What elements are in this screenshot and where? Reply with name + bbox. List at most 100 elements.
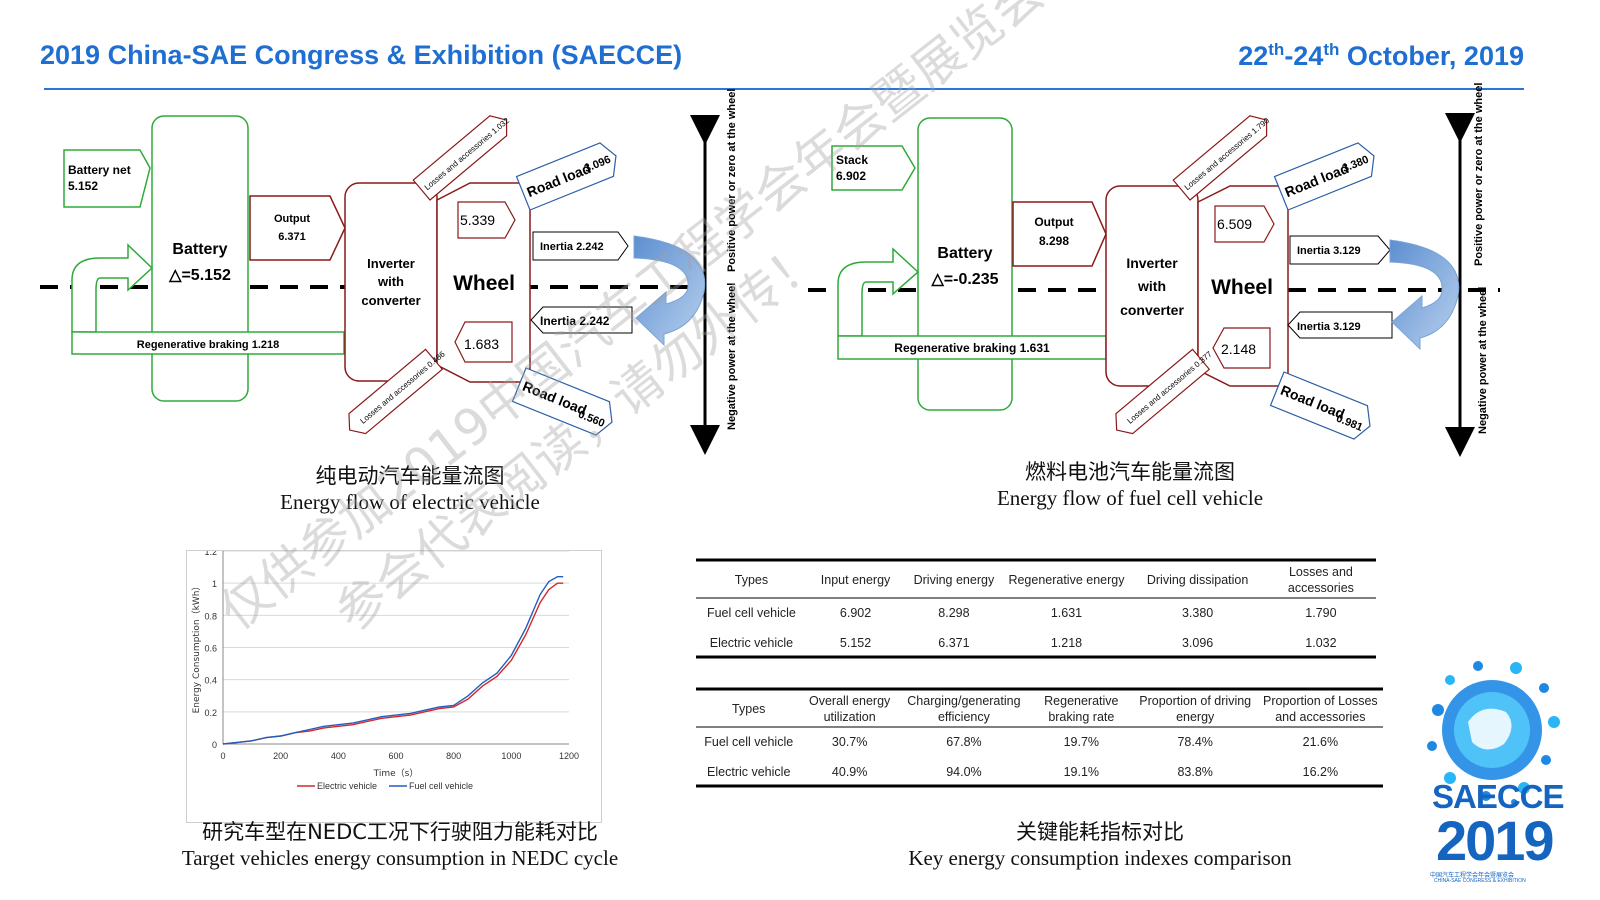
table-row: Electric vehicle 5.152 6.371 1.218 3.096… xyxy=(696,628,1376,658)
table-header-cell: Losses and accessories xyxy=(1287,565,1354,595)
logo-en-line: CHINA-SAE CONGRESS & EXHIBITION xyxy=(1434,878,1526,884)
date-suffix: th xyxy=(1323,40,1340,59)
fcv-regen-curve-arrow xyxy=(1389,239,1460,351)
fcv-road-load-bottom: Road load 0.981 xyxy=(1269,371,1371,440)
chart-x-tick: 400 xyxy=(331,751,346,761)
ev-inverter-l3: converter xyxy=(361,293,420,308)
fcv-inertia-bottom-arrow xyxy=(1287,311,1393,339)
table-cell: 5.152 xyxy=(839,636,872,650)
table-cell: 1.032 xyxy=(1305,636,1337,650)
chart-x-tick: 600 xyxy=(388,751,403,761)
fcv-neg-axis-label: Negative power at the wheel xyxy=(1477,287,1489,434)
ev-losses-top-arrow xyxy=(412,115,508,201)
table-header-cell: Input energy xyxy=(820,573,891,587)
fcv-caption-zh: 燃料电池汽车能量流图 xyxy=(1025,460,1235,484)
ev-inertia-top-label: Inertia 2.242 xyxy=(540,241,604,253)
fcv-flow-diagram: Stack 6.902 Battery △=-0.235 Regenerativ… xyxy=(808,83,1500,457)
table-caption-en: Key energy consumption indexes compariso… xyxy=(908,846,1292,870)
table-cell: 78.4% xyxy=(1177,735,1213,749)
ev-regen-label: Regenerative braking 1.218 xyxy=(137,339,279,351)
table-cell: Electric vehicle xyxy=(707,765,791,779)
table-cell: 40.9% xyxy=(831,765,868,779)
ev-caption-en: Energy flow of electric vehicle xyxy=(280,490,540,514)
ev-wheel-neg-value: 1.683 xyxy=(464,336,499,352)
chart-caption-en: Target vehicles energy consumption in NE… xyxy=(181,846,619,870)
table-header-cell: Types xyxy=(734,573,769,587)
ev-pos-axis-label: Positive power or zero at the wheel xyxy=(726,89,738,272)
table-header-cell: Regenerative braking rate xyxy=(1044,694,1119,724)
date-suffix: th xyxy=(1268,40,1285,59)
table-cell: Electric vehicle xyxy=(709,636,794,650)
chart-x-label: Time（s） xyxy=(373,768,419,779)
ev-battery-net-value: 5.152 xyxy=(68,179,98,193)
fcv-inertia-top-arrow xyxy=(1289,235,1391,265)
saecce-globe-logo xyxy=(1427,661,1560,805)
table-header-cell: Driving energy xyxy=(913,573,995,587)
table-cell: Fuel cell vehicle xyxy=(706,606,796,620)
ev-regen-arrow xyxy=(71,243,154,333)
table-cell: 3.096 xyxy=(1181,636,1214,650)
fcv-stack-label: Stack xyxy=(836,153,868,167)
energy-table: Types Input energy Driving energy Regene… xyxy=(696,562,1376,658)
ev-road-load-bottom: Road load 0.560 xyxy=(511,367,613,436)
chart-y-tick: 0.4 xyxy=(204,676,217,686)
fcv-battery-box xyxy=(917,117,1013,411)
fcv-inverter-l2: with xyxy=(1137,278,1166,294)
table-row: Electric vehicle 40.9% 94.0% 19.1% 83.8%… xyxy=(696,757,1383,787)
fcv-stack-value: 6.902 xyxy=(836,169,866,183)
table-caption: 关键能耗指标对比 Key energy consumption indexes … xyxy=(850,816,1350,871)
fcv-losses-bottom-arrow xyxy=(1115,348,1211,435)
chart-x-tick: 0 xyxy=(220,751,225,761)
table-cell: 16.2% xyxy=(1302,765,1339,779)
fcv-losses-top-arrow xyxy=(1172,115,1268,201)
table-cell: 94.0% xyxy=(946,765,982,779)
table-cell: 3.380 xyxy=(1181,606,1214,620)
fcv-road-load-top: Road load 3.380 xyxy=(1273,142,1375,211)
ev-regen-curve-arrow xyxy=(633,235,706,347)
chart-y-tick: 0.6 xyxy=(204,644,217,654)
table-header-cell: Proportion of Losses and accessories xyxy=(1263,694,1378,724)
fcv-regen-label: Regenerative braking 1.631 xyxy=(894,341,1050,355)
ev-battery-net-label: Battery net xyxy=(68,163,131,177)
table-cell: Fuel cell vehicle xyxy=(704,735,794,749)
table-cell: 21.6% xyxy=(1302,735,1339,749)
ev-wheel-neg-arrow xyxy=(454,321,513,363)
ev-caption-zh: 纯电动汽车能量流图 xyxy=(315,464,505,488)
ev-battery-label: Battery xyxy=(172,241,227,258)
ev-road-load-top-arrow xyxy=(515,142,617,211)
chart-y-tick: 1 xyxy=(212,579,217,589)
conference-date: 22th-24th October, 2019 xyxy=(1238,40,1524,72)
ev-losses-bottom-arrow xyxy=(348,348,444,435)
chart-caption-zh: 研究车型在NEDC工况下行驶阻力能耗对比 xyxy=(202,820,598,844)
chart-y-tick: 0 xyxy=(212,740,217,750)
fcv-road-load-top-arrow xyxy=(1273,142,1375,211)
chart-y-tick: 1.2 xyxy=(204,551,217,557)
fcv-inverter-l3: converter xyxy=(1120,302,1184,318)
fcv-neg-axis-text: Negative power at the wheel xyxy=(1477,287,1489,434)
fcv-losses-top-label: Losses and accessories 1.790 xyxy=(1183,116,1272,192)
ev-road-load-top: Road load 3.096 xyxy=(515,142,617,211)
table-cell: 83.8% xyxy=(1177,765,1213,779)
date-month-year: October, 2019 xyxy=(1339,41,1524,71)
ev-output-value: 6.371 xyxy=(278,231,306,243)
ev-battery-box xyxy=(151,115,249,402)
ev-inverter-l2: with xyxy=(377,274,404,289)
table-header-row: Types Overall energy utilization Chargin… xyxy=(696,691,1383,727)
logo-year: 2019 xyxy=(1436,809,1555,872)
fcv-caption: 燃料电池汽车能量流图 Energy flow of fuel cell vehi… xyxy=(920,456,1340,511)
table-header-cell: Regenerative energy xyxy=(1008,573,1125,587)
chart-x-tick: 200 xyxy=(273,751,288,761)
fcv-road-load-bottom-arrow xyxy=(1269,371,1371,440)
table-header-cell: Charging/generating efficiency xyxy=(907,694,1021,724)
fcv-wheel-neg-value: 2.148 xyxy=(1221,341,1256,357)
ev-battery-net-box xyxy=(63,149,151,208)
table-cell: 8.298 xyxy=(938,606,970,620)
ev-caption: 纯电动汽车能量流图 Energy flow of electric vehicl… xyxy=(200,460,620,515)
fcv-pos-axis-label: Positive power or zero at the wheel xyxy=(1473,83,1485,266)
ev-battery-delta: △=5.152 xyxy=(168,267,231,284)
fcv-inertia-bottom-label: Inertia 3.129 xyxy=(1297,321,1361,333)
chart-y-tick: 0.8 xyxy=(204,611,217,621)
logo-zh-line: 中国汽车工程学会年会暨展览会 xyxy=(1430,872,1515,879)
fcv-output-value: 8.298 xyxy=(1039,234,1069,248)
